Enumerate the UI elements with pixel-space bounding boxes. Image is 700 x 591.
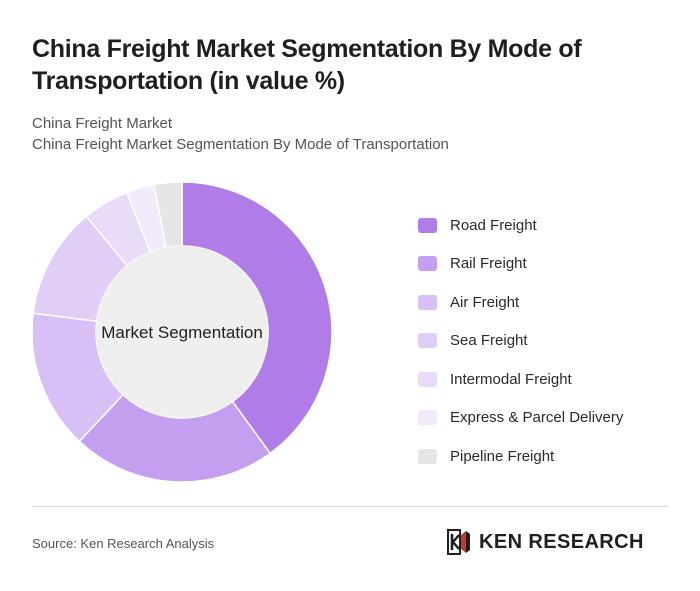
page-title: China Freight Market Segmentation By Mod…: [32, 35, 582, 95]
ken-research-logo: KEN RESEARCH: [447, 529, 644, 555]
subtitle-line-2: China Freight Market Segmentation By Mod…: [32, 136, 449, 153]
legend-swatch: [418, 294, 437, 310]
legend-item: Rail Freight: [418, 245, 688, 284]
donut-chart: Market Segmentation: [31, 181, 333, 483]
legend-label: Express & Parcel Delivery: [450, 409, 624, 427]
legend-label: Rail Freight: [450, 255, 527, 273]
source-note: Source: Ken Research Analysis: [32, 536, 215, 551]
subtitle-line-1: China Freight Market: [32, 115, 173, 132]
ken-research-logo-text: KEN RESEARCH: [479, 530, 644, 553]
legend-item: Road Freight: [418, 206, 688, 245]
legend-label: Sea Freight: [450, 332, 528, 350]
donut-center-label: Market Segmentation: [101, 323, 263, 342]
legend-item: Pipeline Freight: [418, 437, 688, 476]
legend-item: Air Freight: [418, 283, 688, 322]
legend-swatch: [418, 410, 437, 426]
legend-swatch: [418, 217, 437, 233]
legend-label: Road Freight: [450, 216, 537, 234]
legend-item: Express & Parcel Delivery: [418, 399, 688, 438]
legend-label: Pipeline Freight: [450, 447, 555, 465]
legend-label: Intermodal Freight: [450, 370, 572, 388]
legend-swatch: [418, 448, 437, 464]
legend-label: Air Freight: [450, 293, 520, 311]
subtitle: China Freight Market China Freight Marke…: [32, 113, 449, 155]
donut-center: [96, 246, 268, 418]
legend-swatch: [418, 333, 437, 349]
ken-research-logo-icon: [447, 529, 470, 555]
legend-swatch: [418, 256, 437, 272]
legend-swatch: [418, 371, 437, 387]
legend-item: Intermodal Freight: [418, 360, 688, 399]
legend-item: Sea Freight: [418, 322, 688, 361]
footer-divider: [32, 506, 668, 507]
